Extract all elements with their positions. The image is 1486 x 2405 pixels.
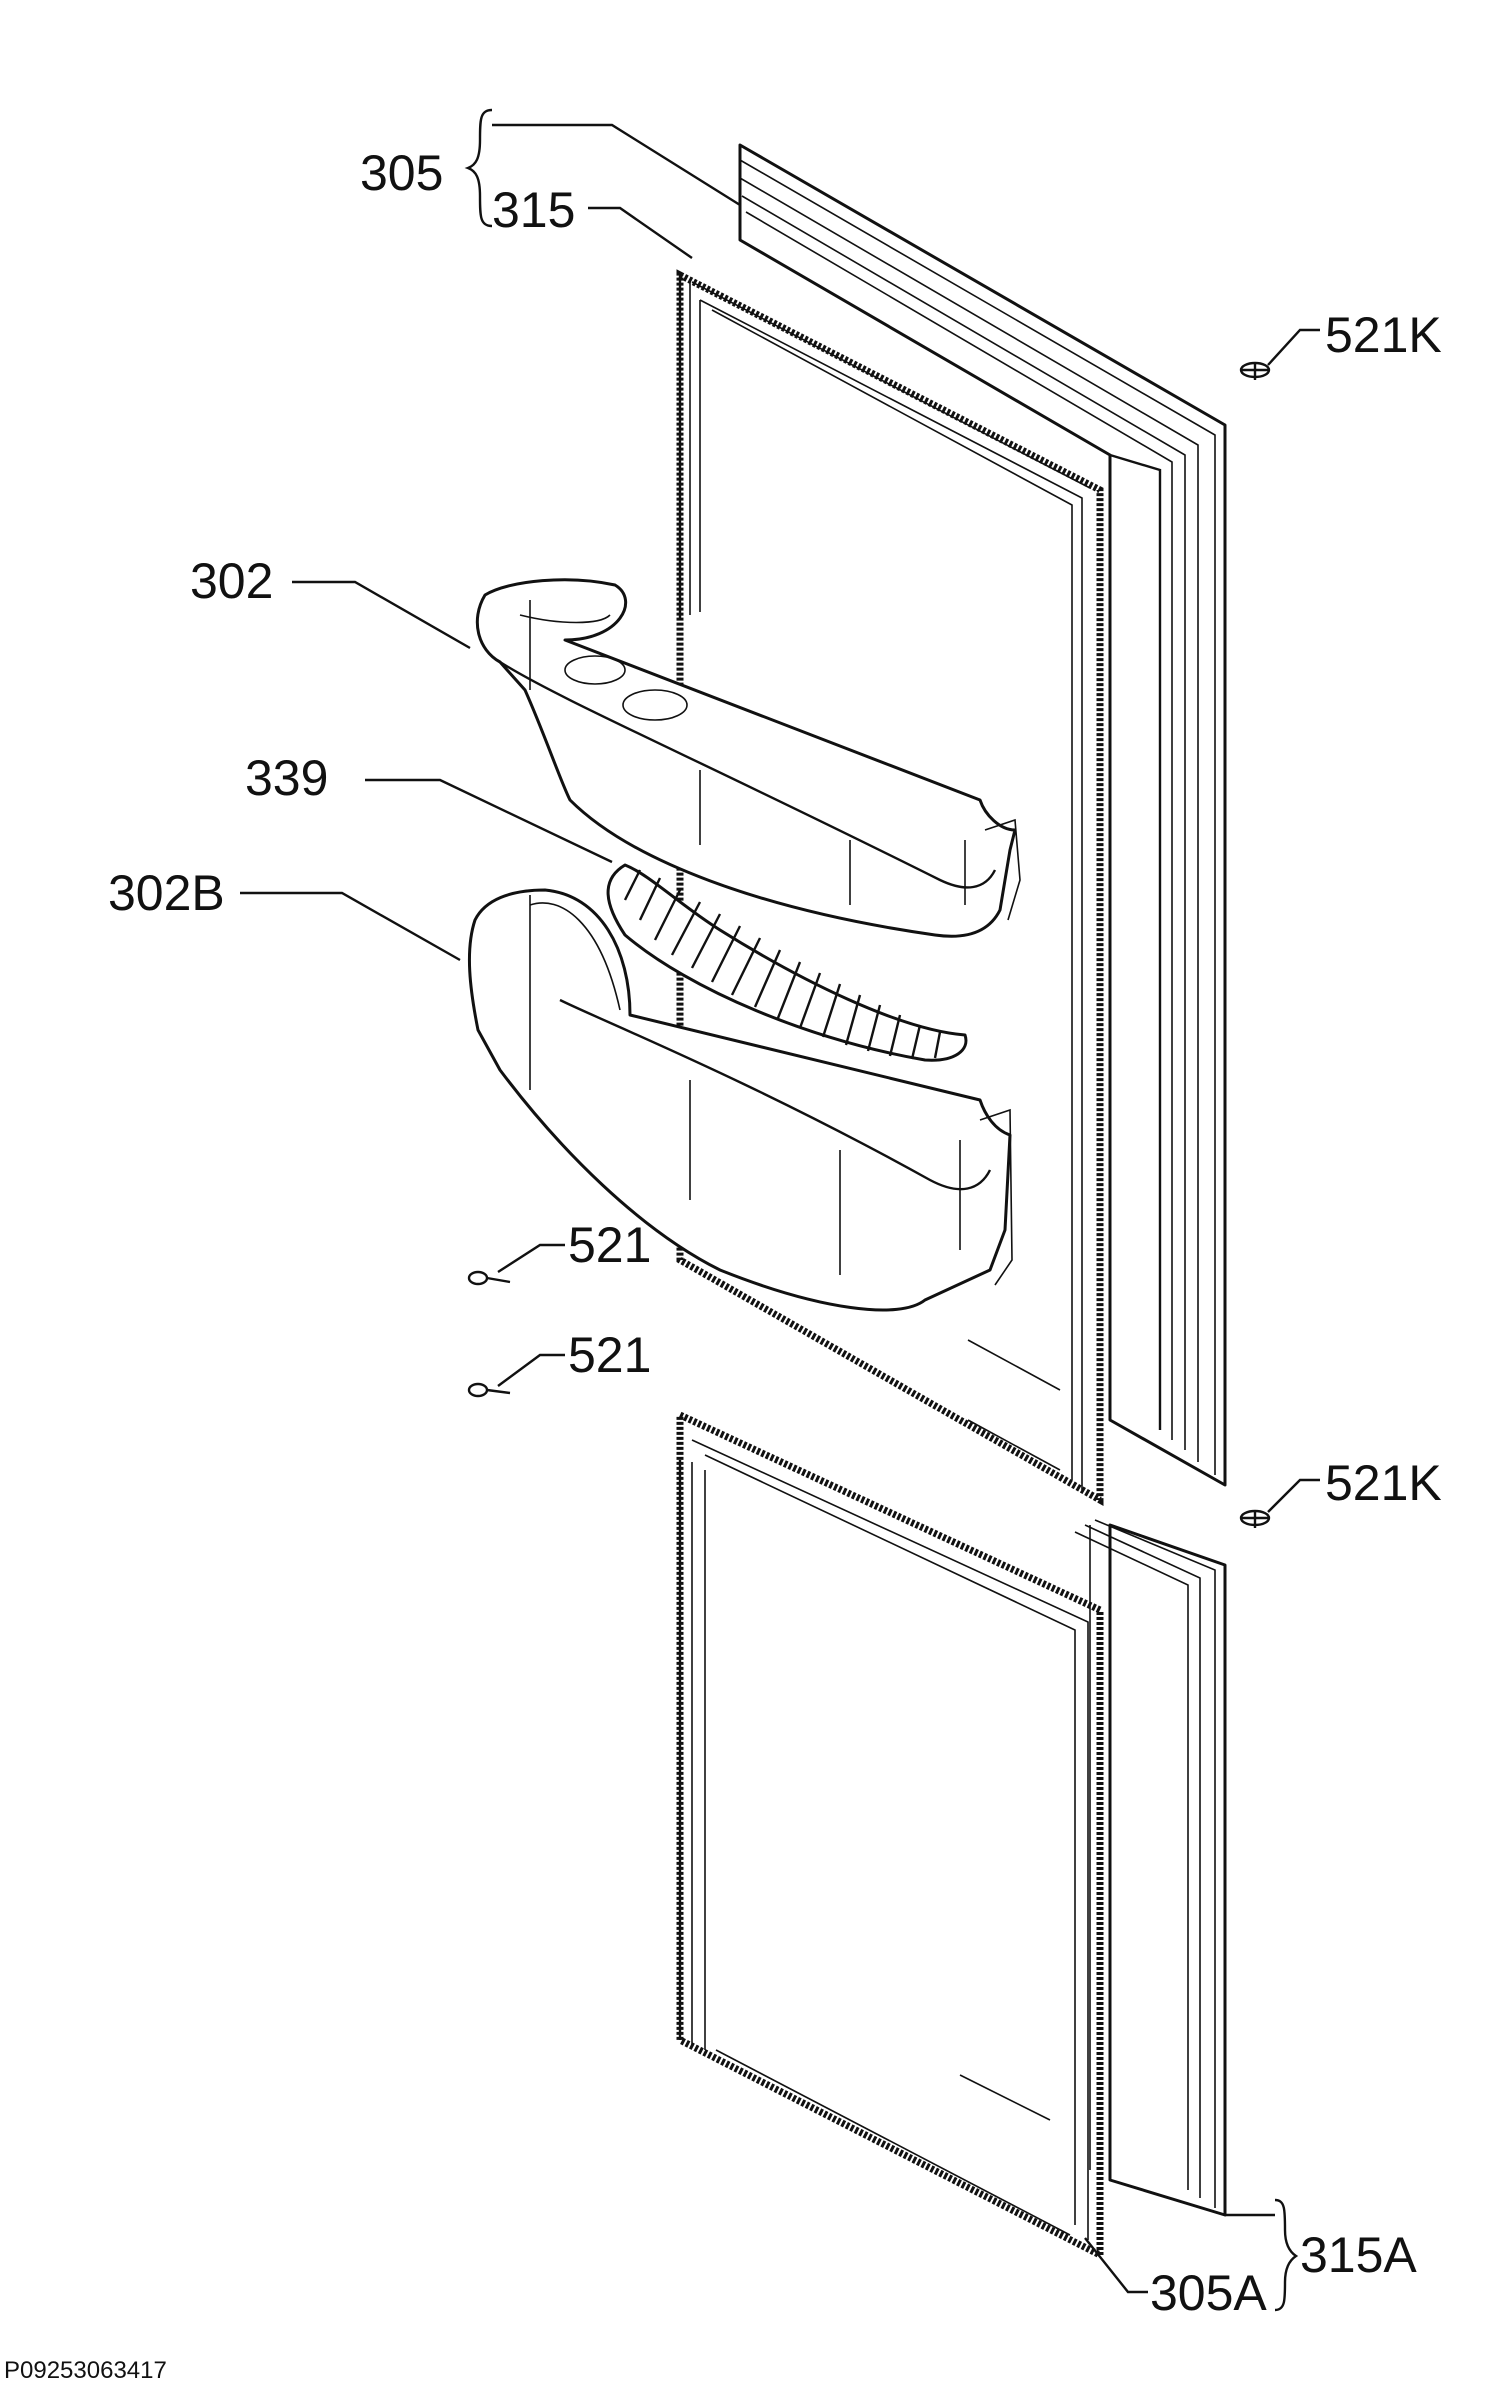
- callout-521-a: 521: [568, 1217, 651, 1273]
- lower-gasket: [676, 1409, 1104, 2261]
- callout-302: 302: [190, 553, 273, 609]
- upper-gasket: [676, 269, 1104, 1507]
- screw-cover-upper: [1239, 361, 1271, 380]
- callout-305a: 305A: [1150, 2265, 1267, 2321]
- bottle-balcony: [467, 888, 1013, 1312]
- upper-door-panel: [738, 143, 1227, 1487]
- balcony-insert: [606, 863, 968, 1062]
- callout-305: 305: [360, 145, 443, 201]
- callout-315a: 315A: [1300, 2227, 1417, 2283]
- callout-339: 339: [245, 750, 328, 806]
- door-balcony: [475, 578, 1021, 938]
- callout-521-b: 521: [568, 1327, 651, 1383]
- callout-521k-lower: 521K: [1325, 1455, 1442, 1511]
- callout-302b: 302B: [108, 865, 225, 921]
- callout-315: 315: [492, 182, 575, 238]
- callout-521k-upper: 521K: [1325, 307, 1442, 363]
- leader-lines: [240, 108, 1320, 2312]
- lower-door-panel: [1074, 1519, 1227, 2217]
- screw-a: [467, 1270, 511, 1286]
- screw-cover-lower: [1239, 1509, 1271, 1528]
- screw-b: [467, 1382, 511, 1398]
- document-id: P09253063417: [4, 2357, 167, 2384]
